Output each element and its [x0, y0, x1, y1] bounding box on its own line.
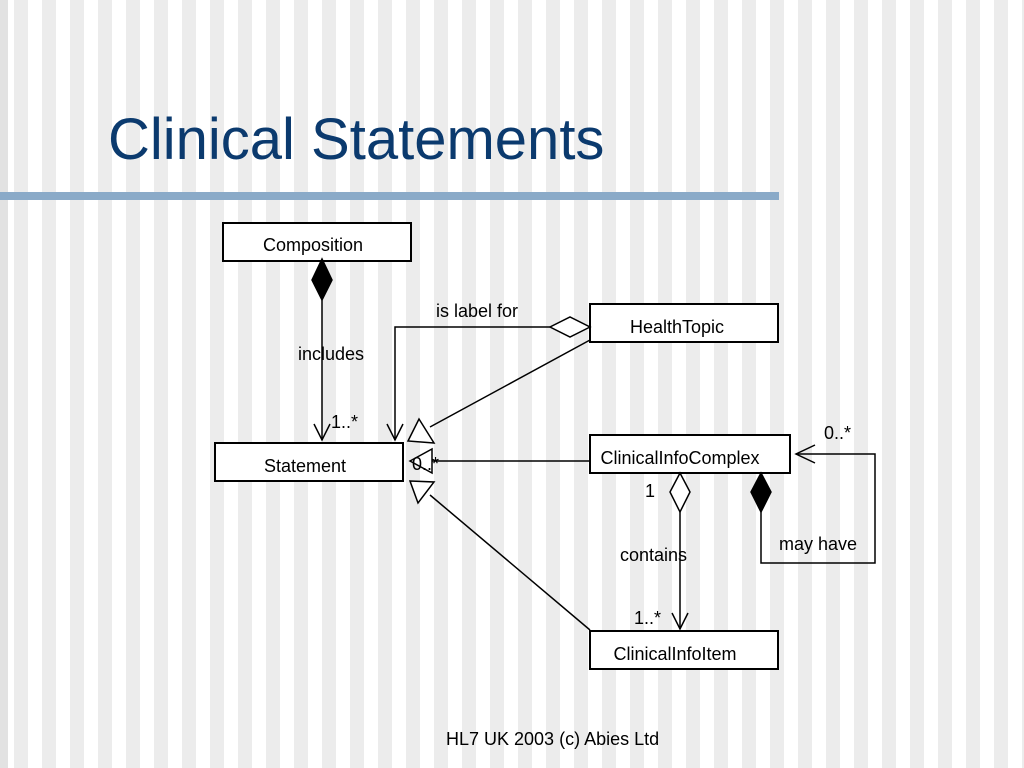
- multiplicity-complex-source: 1: [645, 481, 655, 501]
- association-label-may-have: may have: [779, 534, 857, 554]
- multiplicity-self-target: 0..*: [824, 423, 851, 443]
- association-label-is-label-for: is label for: [436, 301, 518, 321]
- class-clinical-info-complex: ClinicalInfoComplex: [589, 434, 791, 474]
- slide-footer: HL7 UK 2003 (c) Abies Ltd: [446, 729, 660, 749]
- composition-diamond-icon: [750, 471, 772, 514]
- generalization-clinical-info-complex: 0..*: [408, 447, 590, 475]
- association-label-contains: contains: [620, 545, 687, 565]
- aggregation-diamond-icon: [669, 471, 691, 514]
- generalization-clinical-info-item: [408, 480, 591, 631]
- class-clinical-info-item: ClinicalInfoItem: [589, 630, 779, 670]
- multiplicity-item-target: 1..*: [634, 608, 661, 628]
- open-arrowhead-icon: [671, 612, 689, 631]
- open-arrowhead-icon: [313, 423, 331, 442]
- inheritance-triangle-icon: [408, 447, 433, 475]
- background-stripe: [0, 0, 8, 768]
- inheritance-triangle-icon: [406, 417, 436, 444]
- class-clinical-info-item-label: ClinicalInfoItem: [613, 644, 736, 664]
- open-arrowhead-icon: [386, 423, 404, 442]
- association-may-have: may have 0..*: [750, 423, 876, 564]
- open-arrowhead-icon: [794, 444, 816, 464]
- inheritance-triangle-icon: [408, 480, 436, 505]
- title-divider: [0, 192, 779, 200]
- class-composition-label: Composition: [263, 235, 363, 255]
- multiplicity-complex-to-statement: 0..*: [412, 454, 439, 474]
- multiplicity-includes-target: 1..*: [331, 412, 358, 432]
- slide-title: Clinical Statements: [108, 107, 605, 172]
- composition-diamond-icon: [311, 257, 333, 302]
- class-health-topic: HealthTopic: [589, 303, 779, 343]
- association-label-includes: includes: [298, 344, 364, 364]
- class-statement-label: Statement: [264, 456, 346, 476]
- class-statement: Statement: [214, 442, 404, 482]
- association-contains: 1 contains 1..*: [620, 471, 691, 631]
- aggregation-diamond-icon: [548, 316, 592, 338]
- class-clinical-info-complex-label: ClinicalInfoComplex: [600, 448, 759, 468]
- generalization-health-topic: [406, 339, 591, 444]
- class-health-topic-label: HealthTopic: [630, 317, 724, 337]
- association-is-label-for: is label for: [386, 301, 592, 442]
- association-includes: includes 1..*: [298, 257, 364, 442]
- class-composition: Composition: [222, 222, 412, 262]
